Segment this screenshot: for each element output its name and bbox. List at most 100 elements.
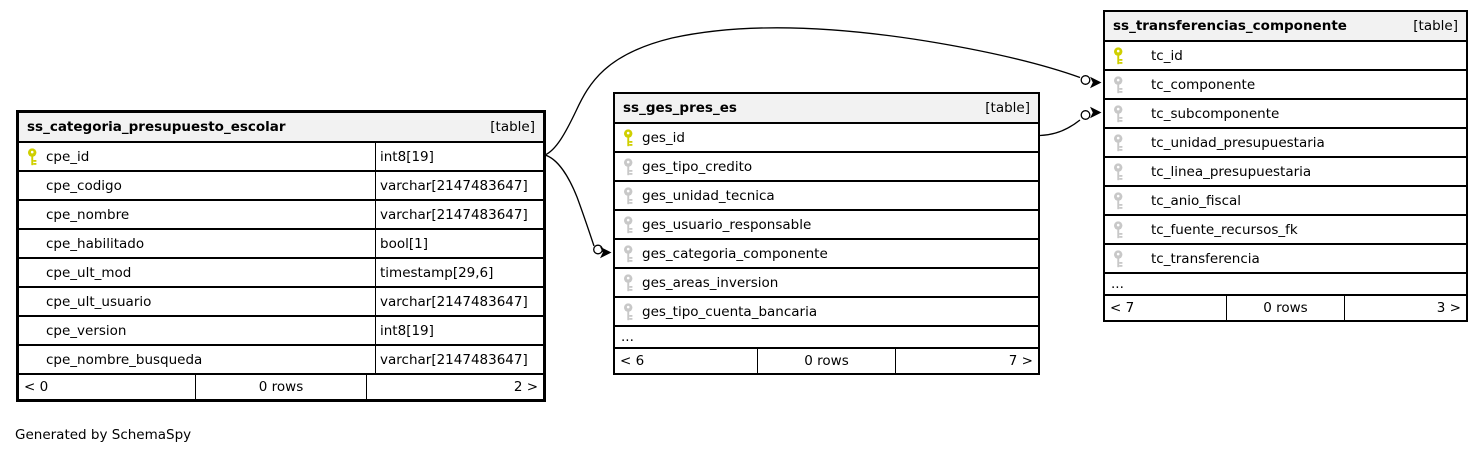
primary-key-icon [27,147,39,166]
column-name: tc_unidad_presupuestaria [1151,134,1325,151]
column-name: tc_fuente_recursos_fk [1151,221,1298,238]
column-name: cpe_ult_usuario [46,293,152,310]
column-row: cpe_codigo varchar[2147483647] [19,172,543,201]
column-name: ges_unidad_tecnica [642,187,775,204]
column-row: ges_usuario_responsable [615,211,1038,240]
column-name: ges_usuario_responsable [642,216,812,233]
foreign-key-icon [1113,104,1125,123]
column-row: cpe_ult_usuario varchar[2147483647] [19,288,543,317]
table-type-badge: [table] [985,100,1030,116]
column-name: tc_transferencia [1151,250,1260,267]
column-row: tc_anio_fiscal [1105,187,1466,216]
foreign-key-icon [1113,220,1125,239]
column-type: varchar[2147483647] [375,201,543,228]
edge-zero-or-one-dot [593,244,603,255]
footer-left-count: < 6 [620,353,645,369]
edge-arrowhead [1090,76,1102,89]
column-name: cpe_nombre [46,206,130,223]
footer-row-count: 0 rows [194,375,368,399]
foreign-key-icon [623,215,635,234]
column-type: int8[19] [375,143,543,170]
column-type: varchar[2147483647] [375,346,543,373]
column-row: cpe_nombre_busqueda varchar[2147483647] [19,346,543,375]
generator-note: Generated by SchemaSpy [15,427,192,443]
column-name: ges_tipo_credito [642,158,753,175]
foreign-key-icon [623,157,635,176]
foreign-key-icon [1113,75,1125,94]
table-header: ss_transferencias_componente [table] [1105,12,1466,42]
column-row: tc_transferencia [1105,245,1466,274]
column-name: cpe_habilitado [46,235,145,252]
foreign-key-icon [1113,191,1125,210]
edge-ges-id-to-tc-subcomponente [1039,119,1081,137]
column-name: tc_componente [1151,76,1256,93]
column-name: tc_anio_fiscal [1151,192,1242,209]
column-row: cpe_version int8[19] [19,317,543,346]
column-row: ges_unidad_tecnica [615,182,1038,211]
column-row: ges_id [615,124,1038,153]
footer-left-count: < 0 [24,379,49,395]
table-type-badge: [table] [1413,18,1458,34]
column-row: cpe_nombre varchar[2147483647] [19,201,543,230]
footer-row-count: 0 rows [1226,296,1345,320]
column-type: bool[1] [375,230,543,257]
table-type-badge: [table] [490,119,535,135]
table-name-link[interactable]: ss_ges_pres_es [623,100,737,116]
table-name-link[interactable]: ss_transferencias_componente [1113,18,1347,34]
column-name: ges_id [642,129,685,146]
table-node-ss-transferencias-componente: ss_transferencias_componente [table] tc_… [1103,10,1468,322]
foreign-key-icon [623,273,635,292]
footer-right-count: 3 > [1436,300,1461,316]
column-name: cpe_id [46,148,90,165]
table-header: ss_categoria_presupuesto_escolar [table] [19,113,543,143]
column-row: cpe_ult_mod timestamp[29,6] [19,259,543,288]
more-columns-ellipsis: ... [1105,274,1466,296]
foreign-key-icon [1113,133,1125,152]
column-name: tc_id [1151,47,1183,64]
edge-zero-or-one-dot [1080,75,1091,85]
footer-right-count: 2 > [513,379,539,395]
paging-footer: < 6 0 rows 7 > [615,349,1038,373]
column-type: varchar[2147483647] [375,172,543,199]
footer-right-count: 7 > [1008,353,1033,369]
column-type: timestamp[29,6] [375,259,543,286]
column-type: int8[19] [375,317,543,344]
column-row: tc_linea_presupuestaria [1105,158,1466,187]
column-row: ges_categoria_componente [615,240,1038,269]
column-name: cpe_codigo [46,177,122,194]
more-columns-ellipsis: ... [615,327,1038,349]
column-row: tc_unidad_presupuestaria [1105,129,1466,158]
primary-key-icon [1113,46,1125,65]
column-name: tc_linea_presupuestaria [1151,163,1312,180]
column-name: cpe_nombre_busqueda [46,351,203,368]
paging-footer: < 7 0 rows 3 > [1105,296,1466,320]
column-name: tc_subcomponente [1151,105,1280,122]
primary-key-icon [623,128,635,147]
column-row: ges_tipo_cuenta_bancaria [615,298,1038,327]
foreign-key-icon [623,186,635,205]
column-name: ges_categoria_componente [642,245,828,262]
paging-footer: < 0 0 rows 2 > [19,375,543,399]
edge-cpe-id-to-ges-categoria-componente [544,154,595,247]
column-name: cpe_version [46,322,127,339]
edge-arrowhead [1090,106,1102,119]
foreign-key-icon [1113,162,1125,181]
table-node-ss-ges-pres-es: ss_ges_pres_es [table] ges_id ges_tipo_c… [613,92,1040,375]
footer-left-count: < 7 [1110,300,1135,316]
foreign-key-icon [623,302,635,321]
column-name: ges_areas_inversion [642,274,779,291]
column-name: cpe_ult_mod [46,264,132,281]
column-type: varchar[2147483647] [375,288,543,315]
foreign-key-icon [623,244,635,263]
edge-arrowhead [600,246,612,259]
footer-row-count: 0 rows [757,349,896,373]
table-name-link[interactable]: ss_categoria_presupuesto_escolar [27,119,286,135]
table-node-ss-categoria-presupuesto-escolar: ss_categoria_presupuesto_escolar [table]… [16,110,546,402]
column-row: ges_areas_inversion [615,269,1038,298]
table-header: ss_ges_pres_es [table] [615,94,1038,124]
foreign-key-icon [1113,249,1125,268]
column-row: tc_subcomponente [1105,100,1466,129]
column-row: cpe_id int8[19] [19,143,543,172]
column-row: tc_fuente_recursos_fk [1105,216,1466,245]
